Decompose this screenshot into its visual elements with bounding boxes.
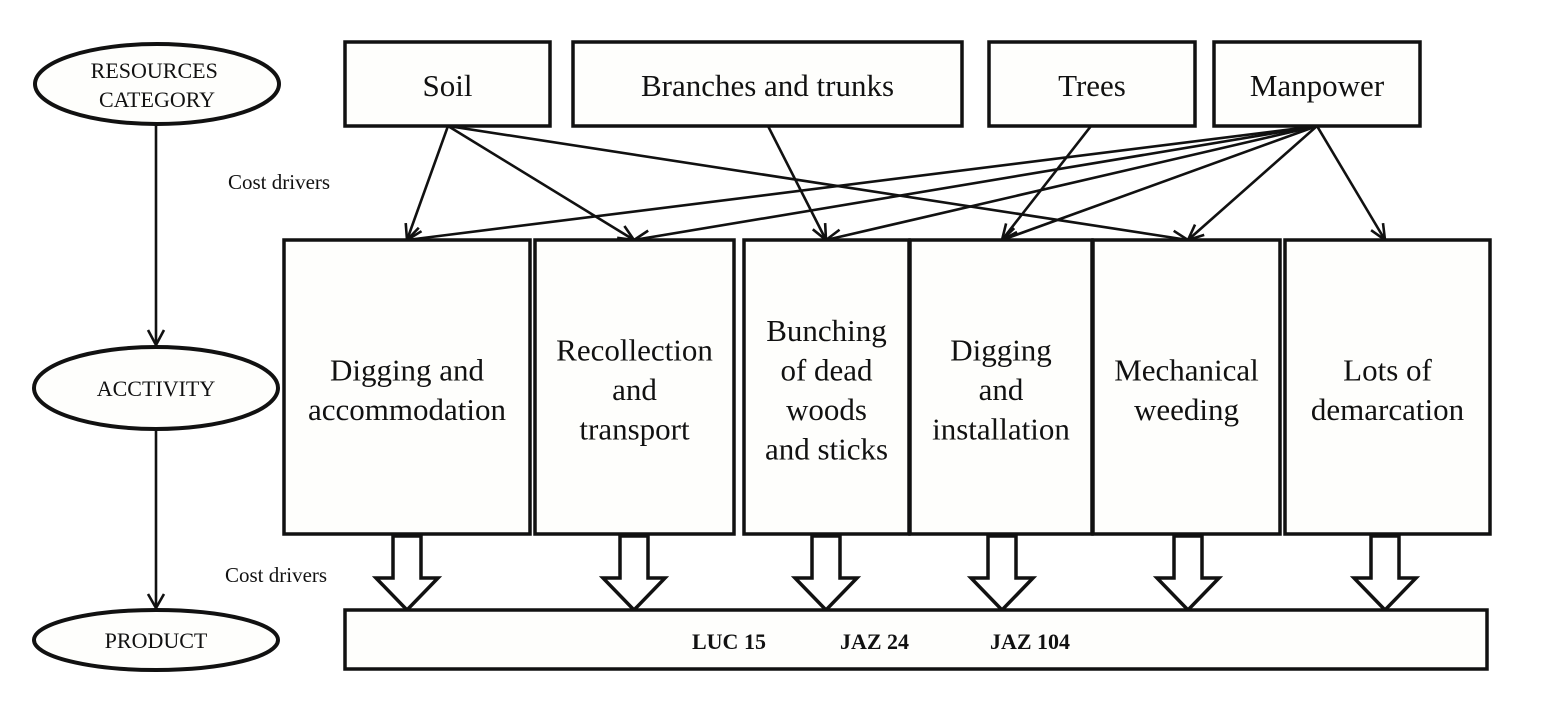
flow-arrow-resources-to-activity — [146, 124, 166, 348]
link-manpower-to-digging-installation — [999, 124, 1318, 243]
activity-box — [533, 238, 736, 536]
level-activity: ACCTIVITY — [32, 345, 280, 431]
product-jaz-104: JAZ 104 — [990, 629, 1070, 654]
resource-label: Branches and trunks — [641, 68, 894, 103]
resource-trees: Trees — [987, 40, 1197, 128]
level-resources-label: RESOURCES CATEGORY — [91, 58, 224, 112]
resource-box — [1212, 40, 1422, 128]
arrowhead-icon — [616, 225, 637, 242]
resource-label: Soil — [423, 68, 473, 103]
product-luc-15: LUC 15 — [692, 629, 766, 654]
product-bar: LUC 15 JAZ 24 JAZ 104 — [343, 608, 1489, 671]
product-jaz-24: JAZ 24 — [840, 629, 909, 654]
resource-label: Trees — [1058, 68, 1126, 103]
activity-box — [1283, 238, 1492, 536]
flow-arrow-activity-to-product — [146, 429, 166, 611]
fat-arrow-digging-installation — [966, 534, 1038, 613]
level-resources-category: RESOURCES CATEGORY — [33, 42, 281, 126]
link-soil-to-digging-accommodation — [404, 125, 450, 244]
link-manpower-to-bunching — [822, 124, 1318, 245]
fat-arrow-digging-accommodation — [371, 534, 443, 613]
fat-arrow-bunching — [790, 534, 862, 613]
cost-drivers-label-top: Cost drivers — [228, 170, 330, 194]
resources-row: Soil Branches and trunks Trees Manpower — [343, 40, 1422, 128]
fat-arrow-recollection-transport — [598, 534, 670, 613]
arrowhead-icon — [1370, 222, 1387, 243]
activity-box — [742, 238, 911, 536]
resource-box — [987, 40, 1197, 128]
level-product-label: PRODUCT — [105, 628, 208, 653]
resource-manpower: Manpower — [1212, 40, 1422, 128]
resource-box — [571, 40, 964, 128]
cost-driver-links — [403, 124, 1387, 247]
resource-soil: Soil — [343, 40, 552, 128]
link-manpower-to-lots-demarcation — [1315, 125, 1387, 243]
resource-branches: Branches and trunks — [571, 40, 964, 128]
link-manpower-to-recollection-transport — [630, 124, 1318, 246]
level-product: PRODUCT — [32, 608, 280, 672]
activity-box — [282, 238, 532, 536]
resource-box — [343, 40, 552, 128]
level-activity-label: ACCTIVITY — [97, 376, 216, 401]
activity-to-product-arrows — [371, 534, 1421, 613]
fat-arrow-lots-demarcation — [1349, 534, 1421, 613]
fat-arrow-mechanical-weeding — [1152, 534, 1224, 613]
cost-drivers-label-bottom: Cost drivers — [225, 563, 327, 587]
activity-box — [1091, 238, 1282, 536]
resource-label: Manpower — [1250, 68, 1385, 103]
